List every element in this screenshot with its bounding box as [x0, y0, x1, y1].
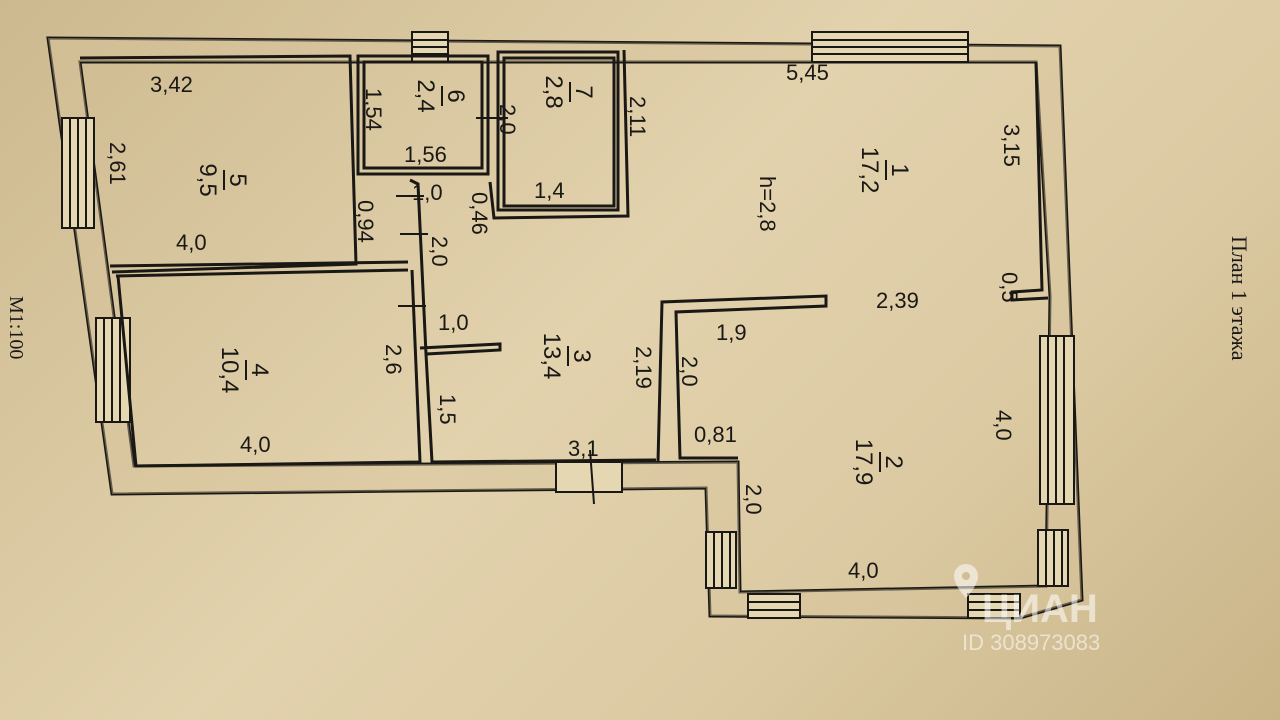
dim-room7-right: 2,11 — [625, 96, 650, 137]
dim-room1-bottom: 2,39 — [876, 288, 919, 313]
plan-title: План 1 этажа — [1227, 236, 1252, 361]
room-4-label: 4 10,4 — [216, 347, 273, 394]
dim-notch: 0,5 — [997, 272, 1022, 303]
dim-room1-right: 3,15 — [999, 124, 1024, 167]
room-5-label: 5 9,5 — [194, 163, 251, 196]
room-5-number: 5 — [224, 173, 251, 186]
room-4-number: 4 — [246, 363, 273, 376]
dim-room6-bottom: 1,56 — [404, 142, 447, 167]
dim-room7-left: 2,0 — [495, 104, 520, 135]
dim-room2-left: 2,0 — [677, 356, 702, 387]
room-1-number: 1 — [886, 163, 913, 176]
dim-corridor-c: 0,94 — [353, 200, 378, 243]
room-6-label: 6 2,4 — [412, 79, 469, 112]
room-3-area: 13,4 — [538, 333, 565, 380]
ceiling-height: h=2,8 — [755, 176, 780, 232]
plan-scale: M1:100 — [5, 296, 27, 359]
room-2-number: 2 — [880, 455, 907, 468]
dim-room2-top: 1,9 — [716, 320, 747, 345]
room-2-label: 2 17,9 — [850, 439, 907, 486]
wall-fill — [48, 38, 1082, 618]
room-1-label: 1 17,2 — [856, 147, 913, 194]
dim-room3-left: 1,5 — [435, 394, 460, 425]
dim-room4-bottom: 4,0 — [240, 432, 271, 457]
dim-corridor-b: 2,0 — [427, 236, 452, 267]
dim-room3-bottom: 3,1 — [568, 436, 599, 461]
room-7-label: 7 2,8 — [540, 75, 597, 108]
room-6-number: 6 — [442, 89, 469, 102]
dim-room6-left: 1,54 — [361, 88, 386, 131]
dim-corridor-a: 1,0 — [438, 310, 469, 335]
dim-room5-bottom: 4,0 — [176, 230, 207, 255]
windows — [61, 31, 1075, 619]
outer-walls — [46, 36, 1084, 620]
dim-corridor-e: 0,46 — [467, 192, 492, 235]
location-pin-icon — [954, 564, 978, 598]
dimension-labels: 3,42 2,61 4,0 5,45 3,15 0,5 2,39 4,0 4,0… — [105, 60, 1024, 583]
tick-marks — [396, 117, 508, 307]
dim-room1-top: 5,45 — [786, 60, 829, 85]
room-3-label: 3 13,4 — [538, 333, 595, 380]
room-2-area: 17,9 — [850, 439, 877, 486]
watermark-brand: ЦИАН — [982, 587, 1098, 631]
room-6-area: 2,4 — [412, 79, 439, 112]
room-4-area: 10,4 — [216, 347, 243, 394]
dim-room2-bottom: 4,0 — [848, 558, 879, 583]
cian-watermark: ЦИАН ID 308973083 — [954, 564, 1100, 655]
dim-room2-right: 4,0 — [991, 410, 1016, 441]
room-7-area: 2,8 — [540, 75, 567, 108]
room-1-area: 17,2 — [856, 147, 883, 194]
door-mark — [589, 449, 595, 505]
dim-room2-step: 0,81 — [694, 422, 737, 447]
room-7-number: 7 — [570, 85, 597, 98]
dim-room5-top: 3,42 — [150, 72, 193, 97]
dim-room5-left: 2,61 — [105, 142, 130, 185]
dim-corridor-d: 1,0 — [412, 180, 443, 205]
room-5-area: 9,5 — [194, 163, 221, 196]
dim-room4-right: 2,6 — [381, 344, 406, 375]
dim-room3-right: 2,19 — [631, 346, 656, 389]
interior-walls — [79, 49, 1049, 468]
dim-room7-bottom: 1,4 — [534, 178, 565, 203]
room-3-number: 3 — [568, 349, 595, 362]
dim-room2-lower-left: 2,0 — [741, 484, 766, 515]
watermark-id: ID 308973083 — [962, 630, 1100, 655]
